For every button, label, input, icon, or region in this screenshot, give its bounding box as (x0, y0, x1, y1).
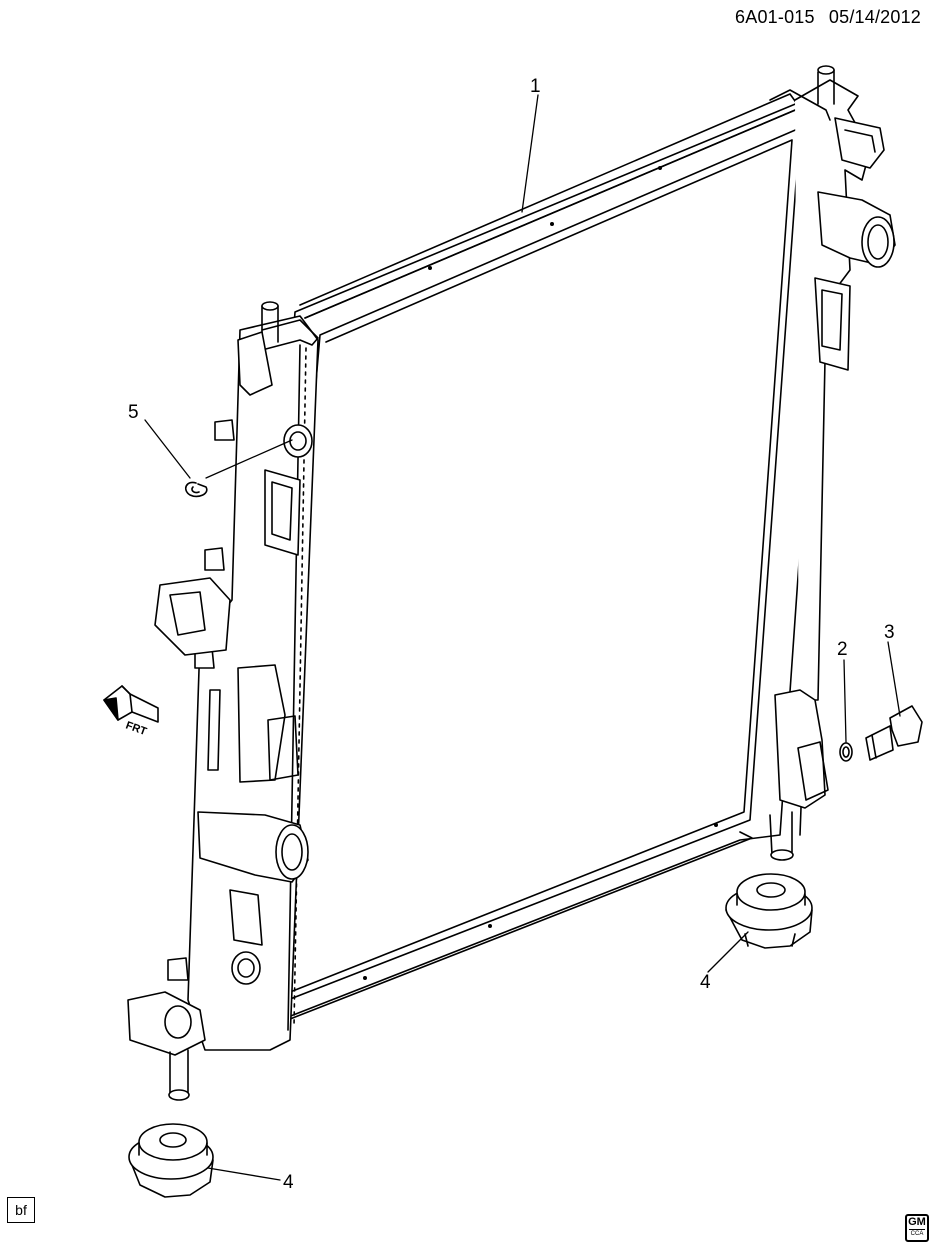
gm-logo-subtext: CCA (909, 1229, 925, 1237)
drain-plug (865, 705, 923, 761)
diagram-date: 05/14/2012 (828, 7, 921, 27)
callout-2: 2 (837, 639, 848, 660)
leader-lines (144, 94, 901, 1181)
artist-code-box: bf (7, 1197, 35, 1223)
radiator-assembly (127, 65, 896, 1101)
callout-5: 5 (128, 402, 139, 423)
diagram-header: 6A01-015 05/14/2012 (735, 7, 921, 28)
front-direction-arrow (103, 685, 159, 723)
insulator-right (725, 873, 813, 949)
callout-4-right: 4 (700, 972, 711, 993)
front-arrow-label: FRT (124, 720, 148, 739)
gm-logo: GM CCA (905, 1214, 929, 1242)
retaining-clip (184, 481, 208, 498)
insulator-left (128, 1123, 214, 1198)
callout-3: 3 (884, 622, 895, 643)
o-ring (839, 742, 853, 762)
callout-4-left: 4 (283, 1172, 294, 1193)
callout-1: 1 (530, 76, 541, 97)
diagram-id: 6A01-015 (735, 7, 815, 27)
gm-logo-text: GM (908, 1216, 926, 1228)
